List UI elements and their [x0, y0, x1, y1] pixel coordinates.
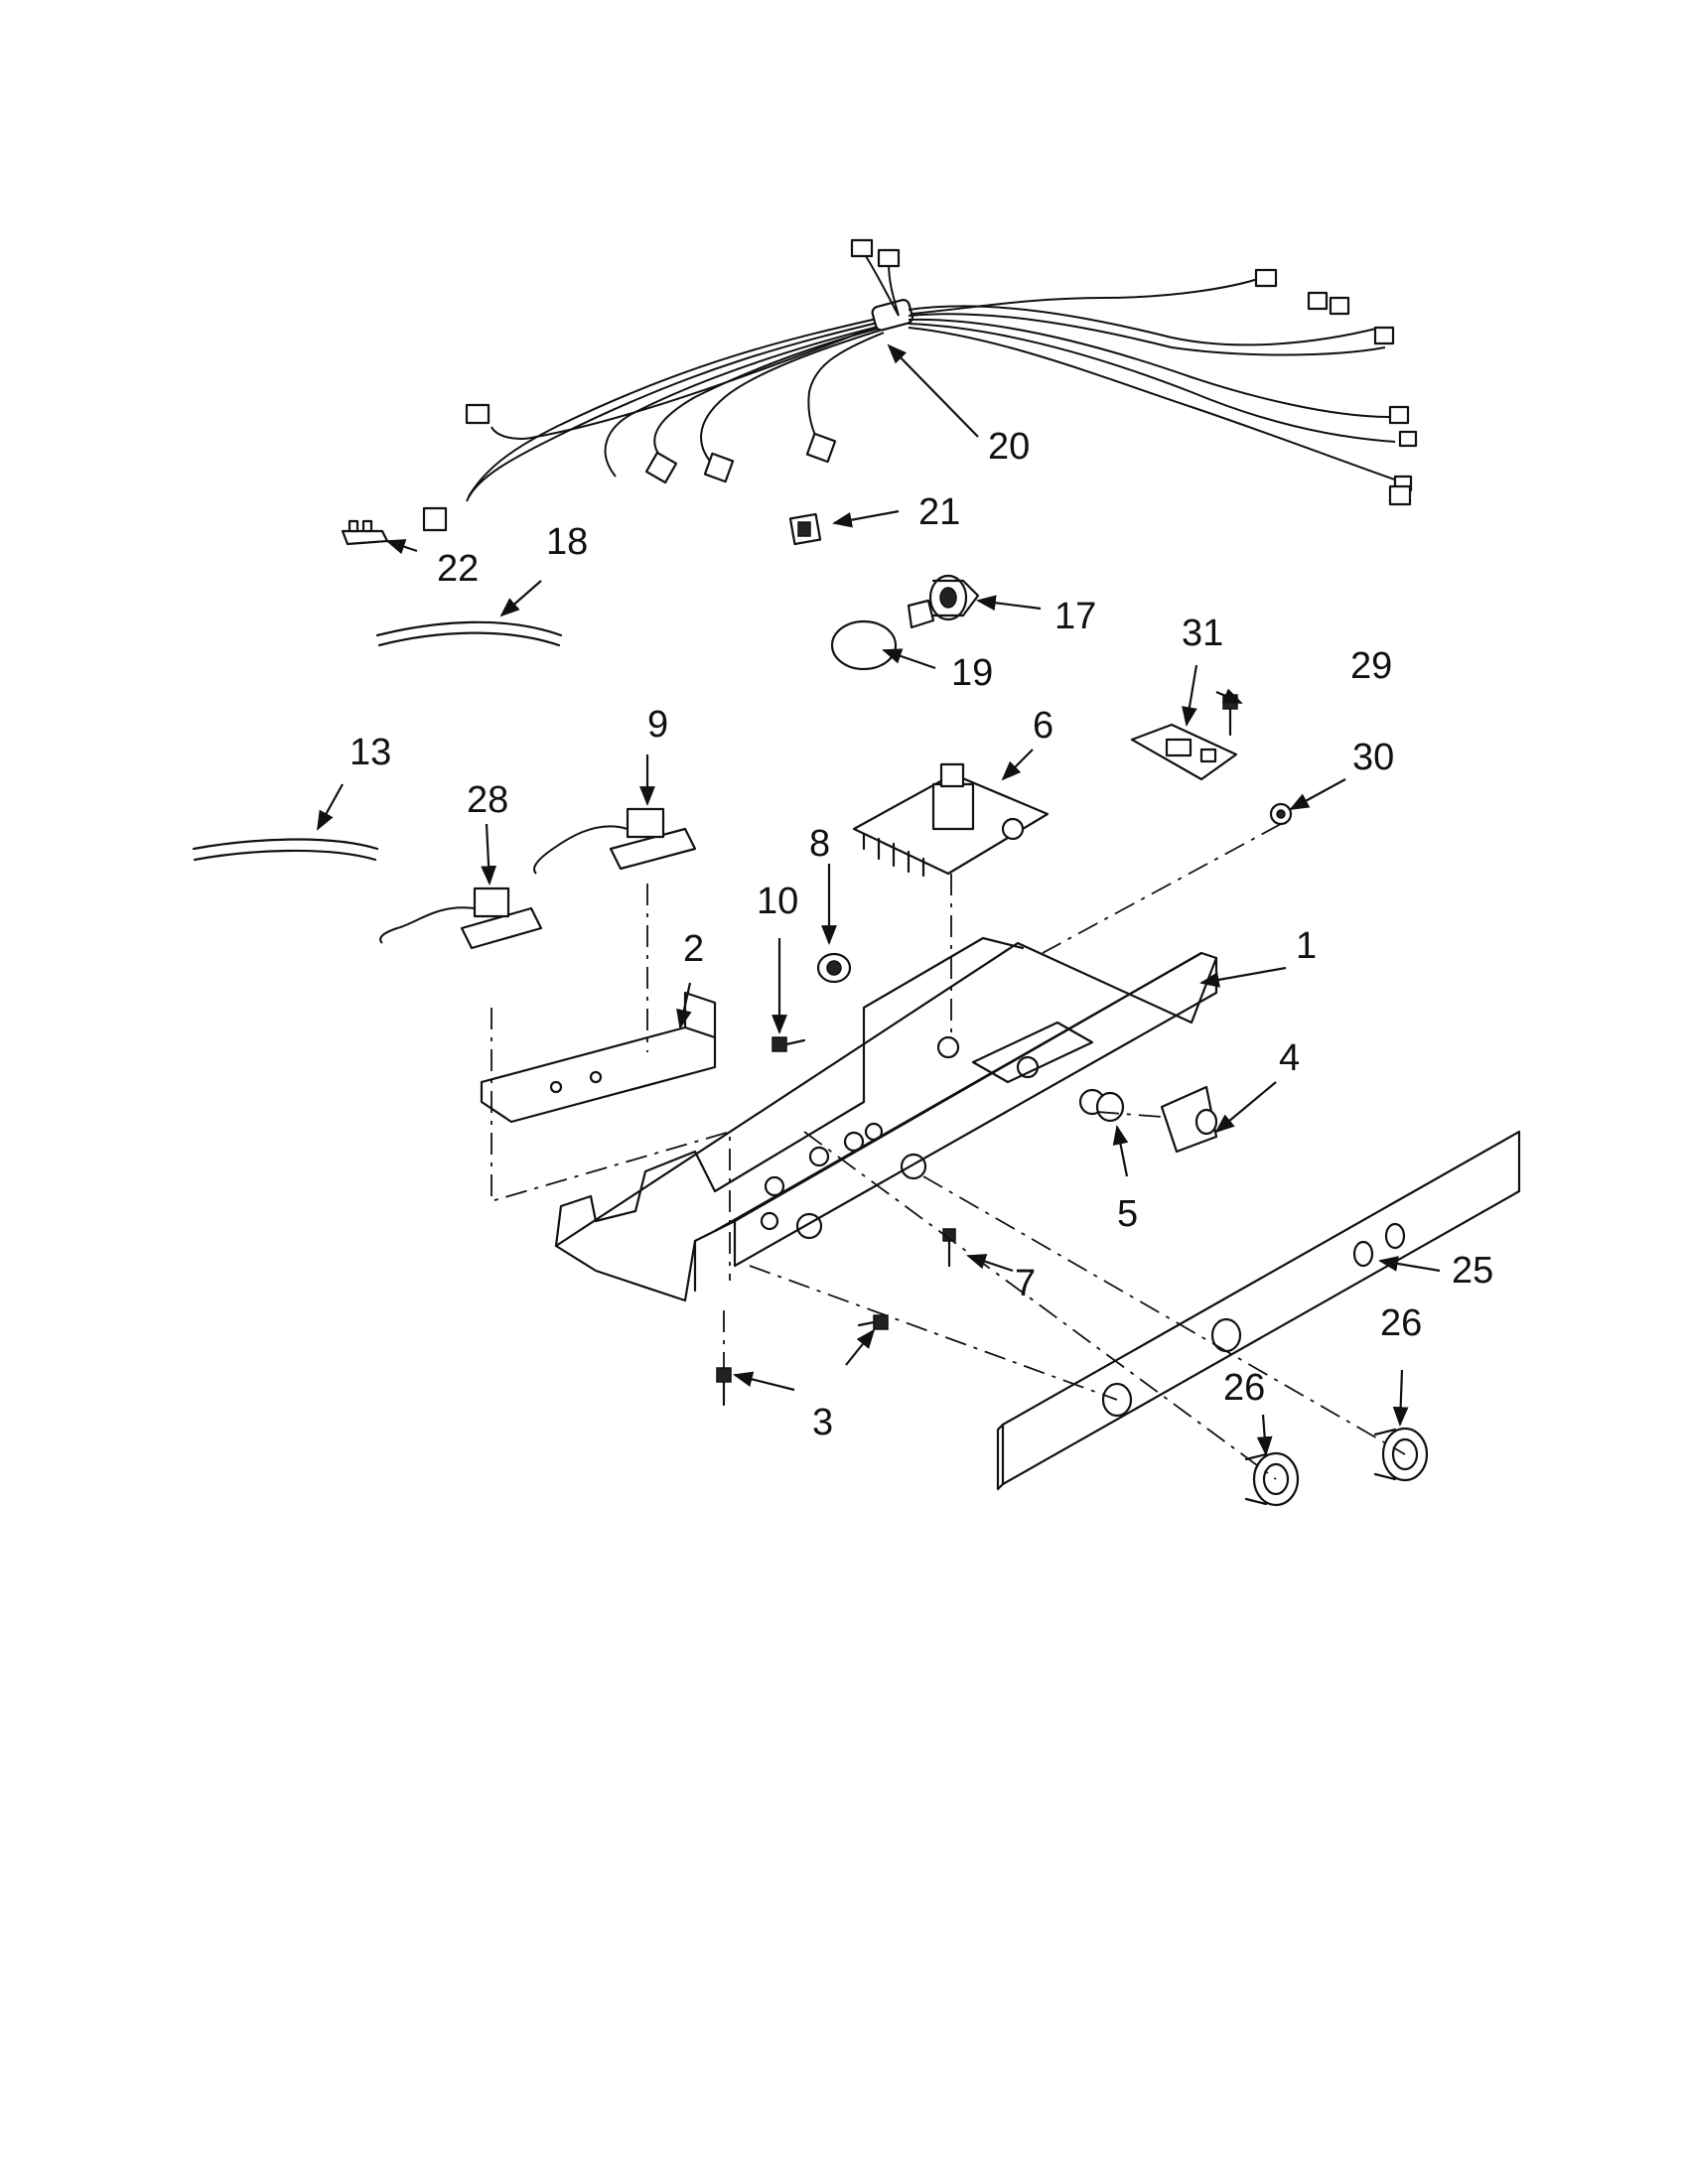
callout-6: 6: [1033, 705, 1053, 747]
assembly-lines: [491, 823, 1406, 1480]
callout-8: 8: [809, 823, 830, 865]
callout-31: 31: [1182, 613, 1223, 654]
callout-5: 5: [1117, 1193, 1138, 1235]
light-socket-17-part[interactable]: [928, 574, 980, 621]
callout-28: 28: [467, 779, 508, 821]
clip-21-part[interactable]: [788, 512, 822, 546]
callout-3: 3: [812, 1402, 833, 1443]
bracket-2-part[interactable]: [480, 991, 717, 1124]
electronic-board-6-part[interactable]: [852, 762, 1050, 878]
switch-4-part[interactable]: [1160, 1085, 1218, 1154]
bushing-8-part[interactable]: [816, 952, 852, 984]
terminal-22-part[interactable]: [341, 519, 389, 546]
part-30[interactable]: [1269, 802, 1293, 826]
callout-25: 25: [1452, 1250, 1493, 1292]
callout-4: 4: [1279, 1037, 1300, 1079]
callout-2: 2: [683, 928, 704, 970]
front-panel-25-part[interactable]: [996, 1130, 1521, 1491]
callout-22: 22: [437, 548, 479, 590]
callout-1: 1: [1296, 925, 1317, 967]
tube-13-part[interactable]: [192, 838, 379, 862]
callout-26-lower: 26: [1223, 1367, 1265, 1409]
knob-5-part[interactable]: [1095, 1091, 1125, 1123]
control-board-31-part[interactable]: [1130, 723, 1238, 781]
callout-29: 29: [1350, 645, 1392, 687]
light-bulb-19-part[interactable]: [830, 599, 935, 671]
callout-19: 19: [951, 652, 993, 694]
relay-28-part[interactable]: [379, 887, 543, 950]
callout-17: 17: [1054, 596, 1096, 637]
callout-7: 7: [1015, 1263, 1036, 1304]
callout-30: 30: [1352, 737, 1394, 778]
leader-arrows: [317, 343, 1441, 1456]
relay-9-part[interactable]: [533, 807, 697, 875]
callout-13: 13: [350, 732, 391, 773]
callout-9: 9: [647, 704, 668, 746]
callout-10: 10: [757, 881, 798, 922]
callout-18: 18: [546, 521, 588, 563]
callout-labels: 20 21 22 18 17 19 31 29 30 6 9 13 28 8 1…: [350, 426, 1493, 1443]
callout-26-upper: 26: [1380, 1302, 1422, 1344]
knob-26a-part[interactable]: [1244, 1451, 1300, 1507]
callout-21: 21: [918, 491, 960, 533]
screw-3-part[interactable]: [716, 1314, 889, 1407]
knob-26b-part[interactable]: [1373, 1427, 1429, 1482]
callout-20: 20: [988, 426, 1030, 468]
tube-18-part[interactable]: [375, 620, 563, 647]
screw-10-part[interactable]: [772, 1036, 806, 1052]
wire-harness-part[interactable]: [422, 238, 1418, 532]
